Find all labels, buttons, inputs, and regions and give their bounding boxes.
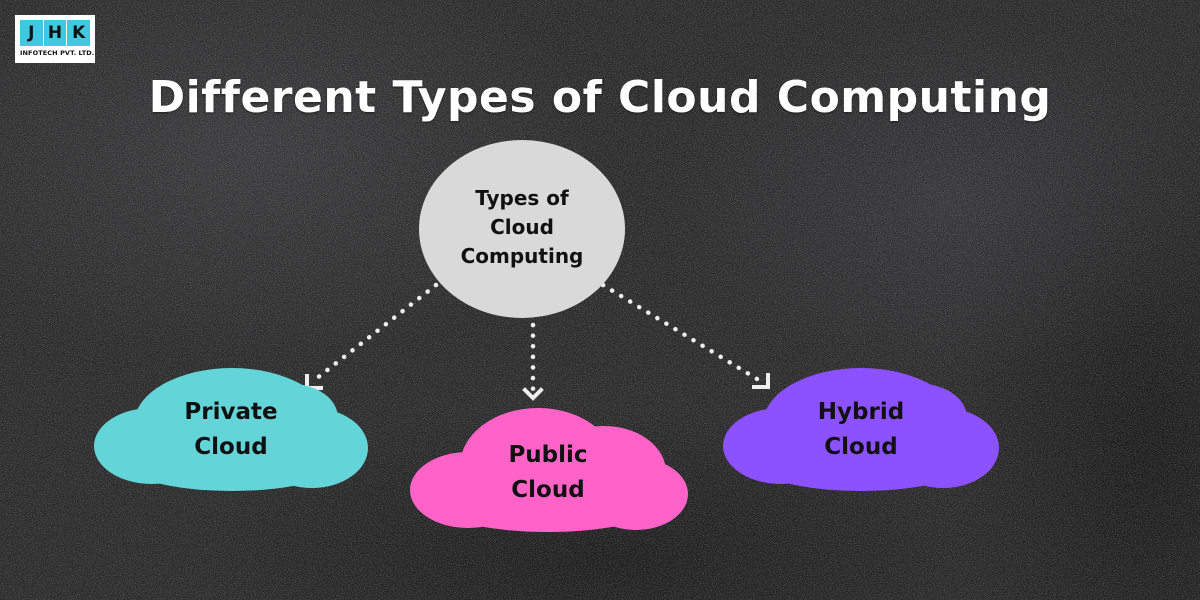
cloud-shape-icon <box>94 368 368 491</box>
hub-label: Types of Cloud Computing <box>460 185 584 268</box>
logo-letter-j: J <box>20 20 43 46</box>
cloud-hybrid: Hybrid Cloud <box>721 366 1001 494</box>
logo-subtitle: INFOTECH PVT. LTD. <box>20 49 95 57</box>
cloud-label-public: Public Cloud <box>508 442 588 503</box>
cloud-label-hybrid: Hybrid Cloud <box>817 399 905 460</box>
arrowhead-public <box>522 387 544 401</box>
page-title: Different Types of Cloud Computing <box>148 72 1052 123</box>
cloud-private: Private Cloud <box>92 366 370 494</box>
company-logo: J H K INFOTECH PVT. LTD. <box>15 15 95 63</box>
arrowhead-hybrid <box>752 373 770 389</box>
arrow-to-hybrid-cloud <box>600 282 765 385</box>
cloud-label-private: Private Cloud <box>184 399 278 460</box>
cloud-shape-icon <box>723 368 999 491</box>
logo-letter-h: H <box>43 20 67 46</box>
logo-letters: J H K <box>20 20 91 46</box>
logo-letter-k: K <box>67 20 91 46</box>
cloud-public: Public Cloud <box>408 406 688 534</box>
cloud-shape-icon <box>410 408 688 532</box>
hub-types-of-cloud-computing: Types of Cloud Computing <box>419 140 625 318</box>
